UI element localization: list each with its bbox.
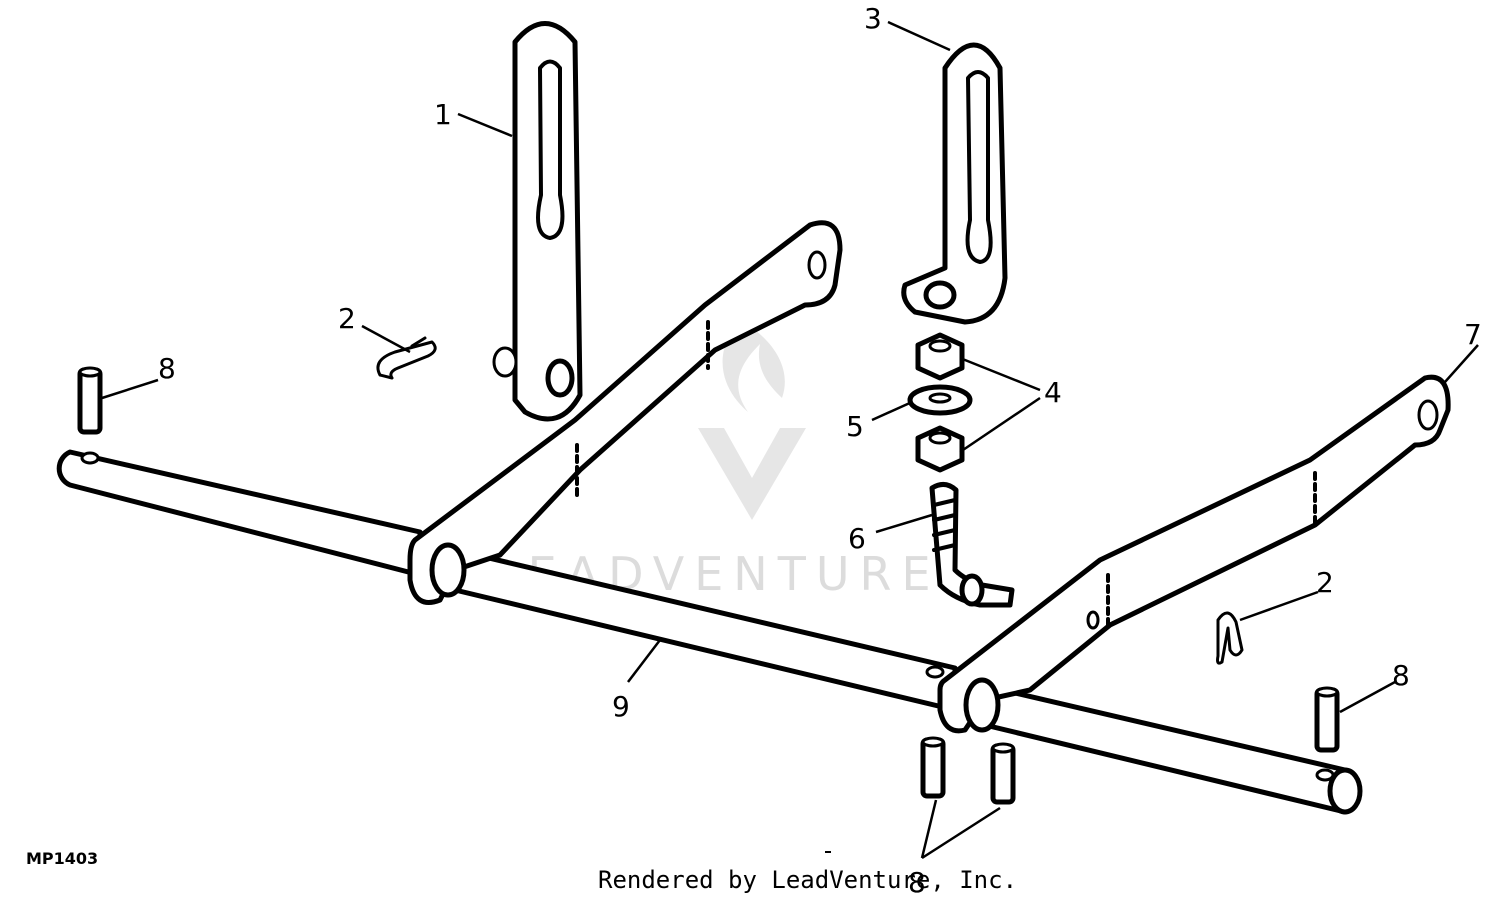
render-credit: Rendered by LeadVenture, Inc. <box>598 866 1017 894</box>
part-2-hair-pin-left <box>376 336 437 380</box>
part-9-shaft <box>56 449 1363 815</box>
callout-3: 3 <box>864 2 882 35</box>
callout-labels: 1 2 2 3 4 5 6 7 8 8 8 9 <box>158 2 1482 898</box>
left-lift-arm <box>407 220 843 605</box>
callout-8-bottom: 8 <box>908 866 926 898</box>
callout-1: 1 <box>434 98 452 131</box>
part-6-j-bolt <box>929 482 1015 608</box>
callout-6: 6 <box>848 522 866 555</box>
part-8-pin-right <box>1314 686 1340 753</box>
callout-9: 9 <box>612 690 630 723</box>
callout-5: 5 <box>846 410 864 443</box>
callout-8-left: 8 <box>158 352 176 385</box>
part-7-right-lift-arm <box>937 374 1451 734</box>
part-2-hair-pin-right <box>1216 611 1244 665</box>
part-4-nut-lower <box>915 425 965 473</box>
callout-2-left: 2 <box>338 302 356 335</box>
leader-lines <box>101 20 1479 860</box>
callout-4: 4 <box>1044 376 1062 409</box>
callout-2-right: 2 <box>1316 566 1334 599</box>
part-1-slotted-link <box>492 21 583 422</box>
part-8-pin-bottom-a <box>920 736 946 799</box>
part-4-nut-upper <box>915 332 965 381</box>
part-8-pin-left <box>77 366 103 435</box>
callout-7: 7 <box>1464 318 1482 351</box>
part-5-washer <box>907 384 973 416</box>
callout-8-right: 8 <box>1392 659 1410 692</box>
part-8-pin-bottom-b <box>990 742 1016 805</box>
drawing-code: MP1403 <box>26 849 98 868</box>
part-3-slotted-bracket <box>901 42 1008 325</box>
